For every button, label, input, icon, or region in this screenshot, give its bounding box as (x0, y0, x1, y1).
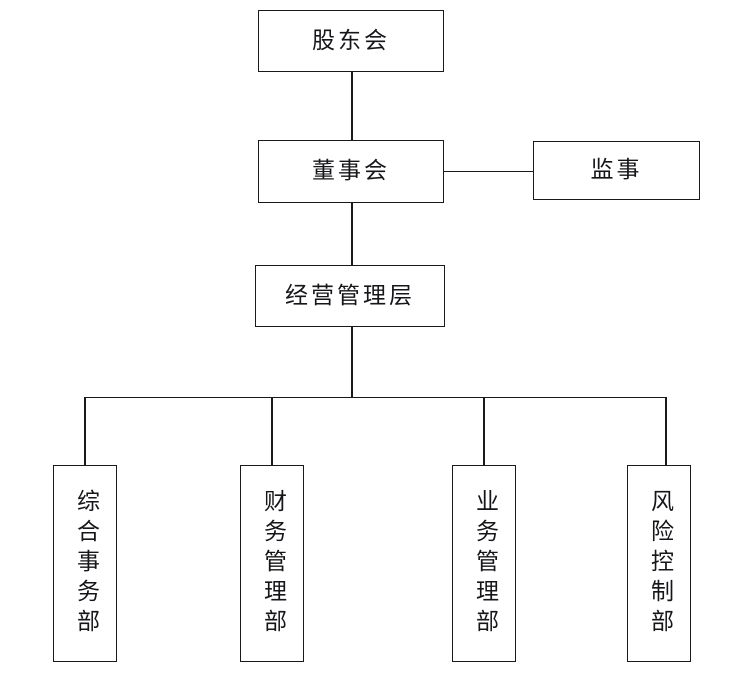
node-management-label: 经营管理层 (285, 282, 415, 309)
node-shareholders[interactable]: 股东会 (258, 10, 444, 72)
connector-drop-finance (271, 397, 273, 465)
node-shareholders-label: 股东会 (312, 27, 390, 54)
connector-board-to-supervisor (444, 170, 533, 172)
connector-drop-general-affairs (84, 397, 86, 465)
node-risk-control-dept[interactable]: 风险控制部 (627, 465, 691, 662)
connector-drop-risk-control (665, 397, 667, 465)
connector-department-bus (84, 396, 666, 398)
connector-shareholders-to-board (351, 72, 353, 140)
node-management[interactable]: 经营管理层 (255, 265, 445, 327)
node-supervisor-label: 监事 (590, 157, 643, 184)
connector-management-stem (351, 327, 353, 397)
node-finance-dept-label: 财务管理部 (259, 488, 286, 639)
node-business-dept-label: 业务管理部 (471, 488, 498, 639)
node-board-of-directors-label: 董事会 (312, 158, 390, 185)
node-general-affairs-dept-label: 综合事务部 (72, 488, 99, 639)
node-supervisor[interactable]: 监事 (533, 141, 700, 200)
node-finance-dept[interactable]: 财务管理部 (240, 465, 304, 662)
node-general-affairs-dept[interactable]: 综合事务部 (53, 465, 117, 662)
connector-drop-business (483, 397, 485, 465)
node-business-dept[interactable]: 业务管理部 (452, 465, 516, 662)
node-risk-control-dept-label: 风险控制部 (646, 488, 673, 639)
node-board-of-directors[interactable]: 董事会 (258, 140, 444, 203)
connector-board-to-management (351, 203, 353, 265)
